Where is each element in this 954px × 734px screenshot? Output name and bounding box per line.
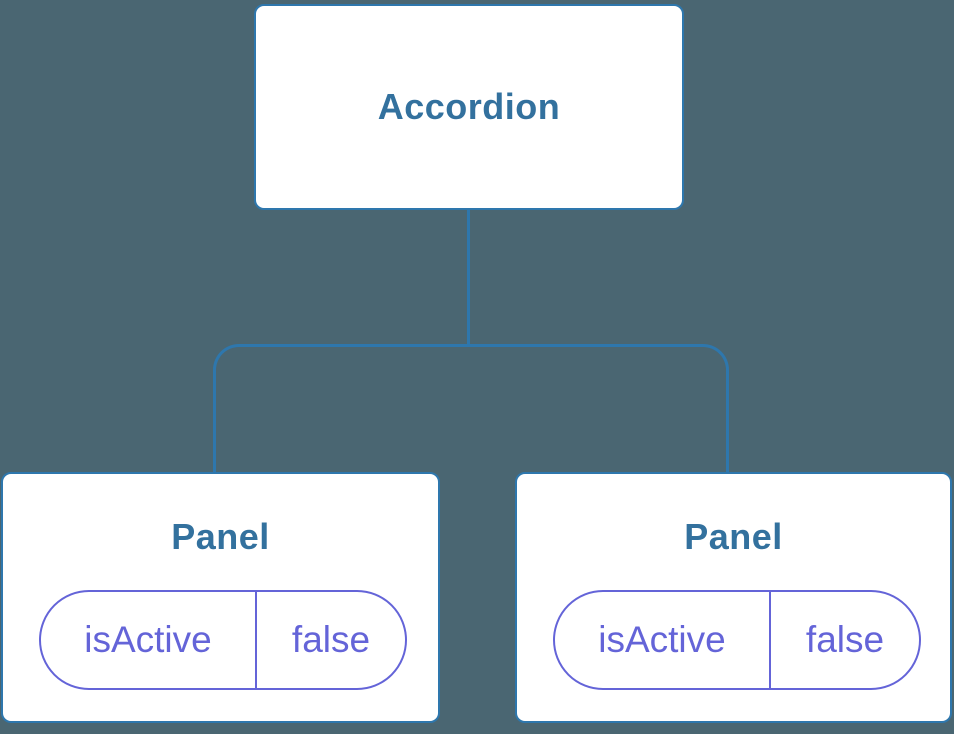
panel-1-state-value: false (255, 592, 405, 688)
tree-node-panel-2: Panel isActive false (515, 472, 952, 723)
panel-1-state-name: isActive (84, 619, 212, 660)
panel-2-node-label: Panel (684, 516, 783, 557)
connector-bracket (213, 344, 729, 472)
tree-node-accordion: Accordion (254, 4, 684, 210)
connector-stem (467, 210, 470, 347)
panel-2-state-name: isActive (598, 619, 726, 660)
tree-node-panel-1: Panel isActive false (1, 472, 440, 723)
panel-1-node-label: Panel (171, 516, 270, 557)
accordion-node-label: Accordion (377, 86, 561, 127)
panel-1-state-pill: isActive false (39, 590, 407, 690)
panel-2-state-pill: isActive false (553, 590, 921, 690)
panel-2-state-value: false (769, 592, 919, 688)
